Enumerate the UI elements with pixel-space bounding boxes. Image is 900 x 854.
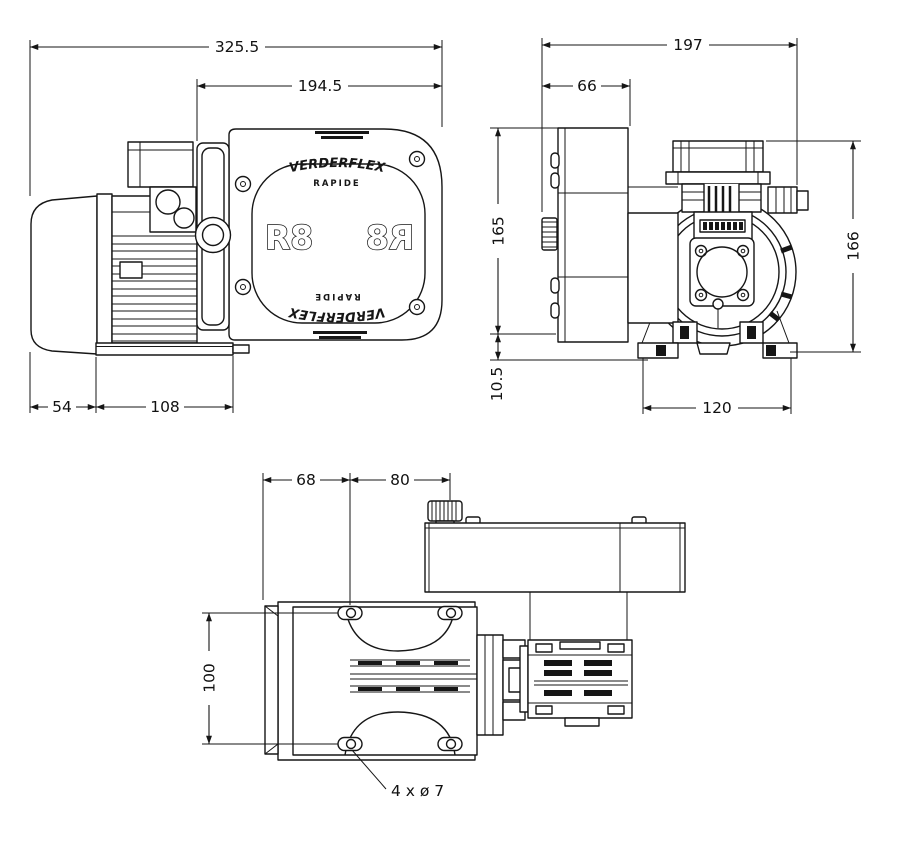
gearbox-side-blocks [681,183,762,213]
svg-text:VERDERFLEX: VERDERFLEX [287,304,386,324]
pump-feet-side [637,321,798,359]
gearbox-ribs [707,186,732,212]
fan-cover [30,195,98,355]
dim-label-base-height: 10.5 [488,367,506,402]
dim-label-head-width: 194.5 [298,77,342,95]
dim-motor-width: 66 [542,77,631,126]
fan-cover-flange [96,193,113,355]
dim-label-foot-width: 120 [702,399,732,417]
dim-foot-length: 108 [96,356,234,416]
motor-foot-front [95,342,250,356]
mounting-holes-callout: 4 x ø 7 [351,749,444,800]
fan-cover-top [264,605,279,755]
dim-hole-spacing-depth: 100 [201,612,338,745]
pump-head-top-plate [424,522,686,593]
tube-clamp-bar [194,142,232,331]
dim-overall-depth: 197 [541,36,798,212]
dim-foot-width: 120 [642,358,792,417]
motor-cooling-fins [112,235,197,342]
rapide-logo-bottom: RAPIDE [313,291,360,301]
tube-port [194,216,232,254]
lifting-lug [119,261,143,279]
terminal-box [127,141,194,188]
motor-adapter [149,186,197,233]
dim-label-overall-width: 325.5 [215,38,259,56]
front-view: VERDERFLEX RAPIDE VERDERFLEX RAPIDE R8 R… [29,38,443,416]
dim-cover-to-hole: 68 [262,471,351,605]
model-mark-right-mirrored: R8 [366,218,414,257]
tube-port-housing [665,140,771,185]
gearbox-top [519,639,633,727]
dim-pump-height: 166 [766,140,863,353]
dim-motor-height: 165 [490,127,558,335]
dim-label-foot-length: 108 [150,398,180,416]
adjuster-knob-top [427,500,463,526]
model-mark-left: R8 [265,218,313,257]
dim-overall-width: 325.5 [29,38,443,196]
svg-text:VERDERFLEX: VERDERFLEX [288,156,387,176]
dim-label-cover-to-hole: 68 [296,471,316,489]
casing-screws [234,150,426,316]
motor-box-side [550,127,629,343]
dim-label-motor-height: 165 [490,216,508,246]
verderflex-logo-top: VERDERFLEX [288,156,387,176]
pump-head-face [251,163,426,324]
dim-base-height: 10.5 [488,334,648,401]
gearbox-face-plate [689,237,755,328]
dim-label-hole-spacing-width: 80 [390,471,410,489]
side-view: 197 66 165 10.5 [488,36,863,417]
motor-top [264,601,478,761]
dim-head-width: 194.5 [196,77,442,141]
hose-port [767,186,809,214]
dim-fan-depth: 54 [29,352,97,416]
moulded-text-bars [313,131,369,339]
coupling-top [476,634,530,736]
mounting-holes-note: 4 x ø 7 [391,782,444,800]
adjuster-knob-side [541,217,558,251]
verderflex-logo-bottom: VERDERFLEX [287,304,386,324]
dim-label-fan-depth: 54 [52,398,72,416]
top-view: 68 80 100 4 x ø 7 [201,471,686,800]
dim-label-pump-height: 166 [845,231,863,261]
dim-label-motor-width: 66 [577,77,597,95]
dim-hole-spacing-width: 80 [350,471,451,500]
adapter-block [627,212,679,324]
mounting-holes [337,605,463,752]
dim-label-overall-depth: 197 [673,36,703,54]
dim-label-hole-spacing-depth: 100 [201,663,219,693]
rapide-logo-top: RAPIDE [313,179,360,189]
